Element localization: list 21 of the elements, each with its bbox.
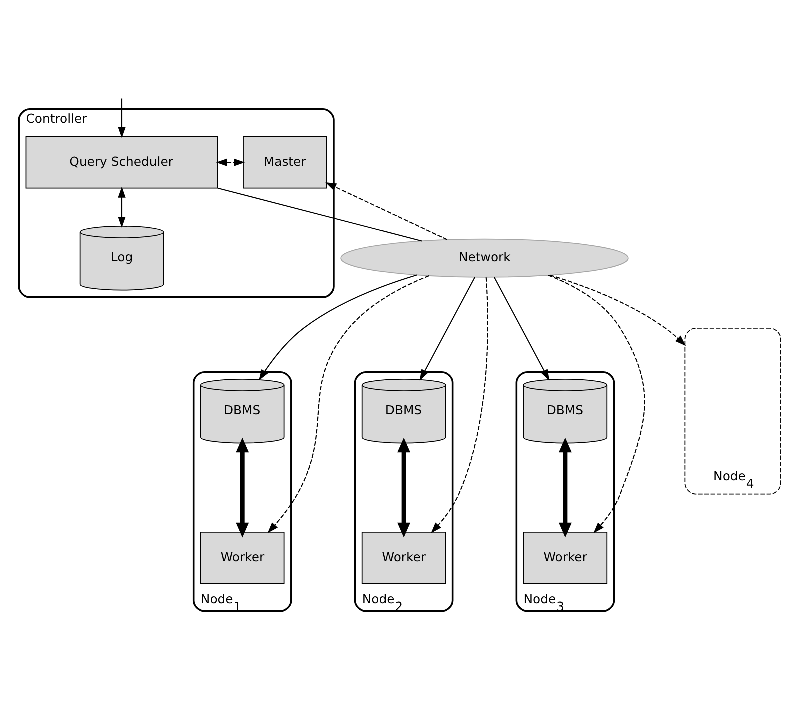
- arrow: [420, 276, 476, 380]
- node-box: Worker: [200, 531, 285, 584]
- arrow: [558, 437, 572, 538]
- arrow: [236, 437, 250, 538]
- arrow: [548, 274, 646, 533]
- arrow: [398, 437, 411, 538]
- arrow: [216, 158, 246, 166]
- arrow: [118, 98, 126, 138]
- node-box: Query Scheduler: [26, 136, 218, 188]
- arrow: [268, 275, 430, 533]
- node-box: Worker: [362, 531, 446, 584]
- node-box: Worker: [523, 531, 608, 584]
- node-ellipse: Network: [340, 238, 629, 278]
- arrow: [431, 277, 488, 533]
- connector: [218, 187, 422, 242]
- node-box: Master: [243, 136, 328, 188]
- arrow: [550, 274, 686, 346]
- arrow: [259, 274, 418, 380]
- arrow: [118, 186, 126, 228]
- arrow: [326, 182, 448, 240]
- arrow: [494, 276, 550, 380]
